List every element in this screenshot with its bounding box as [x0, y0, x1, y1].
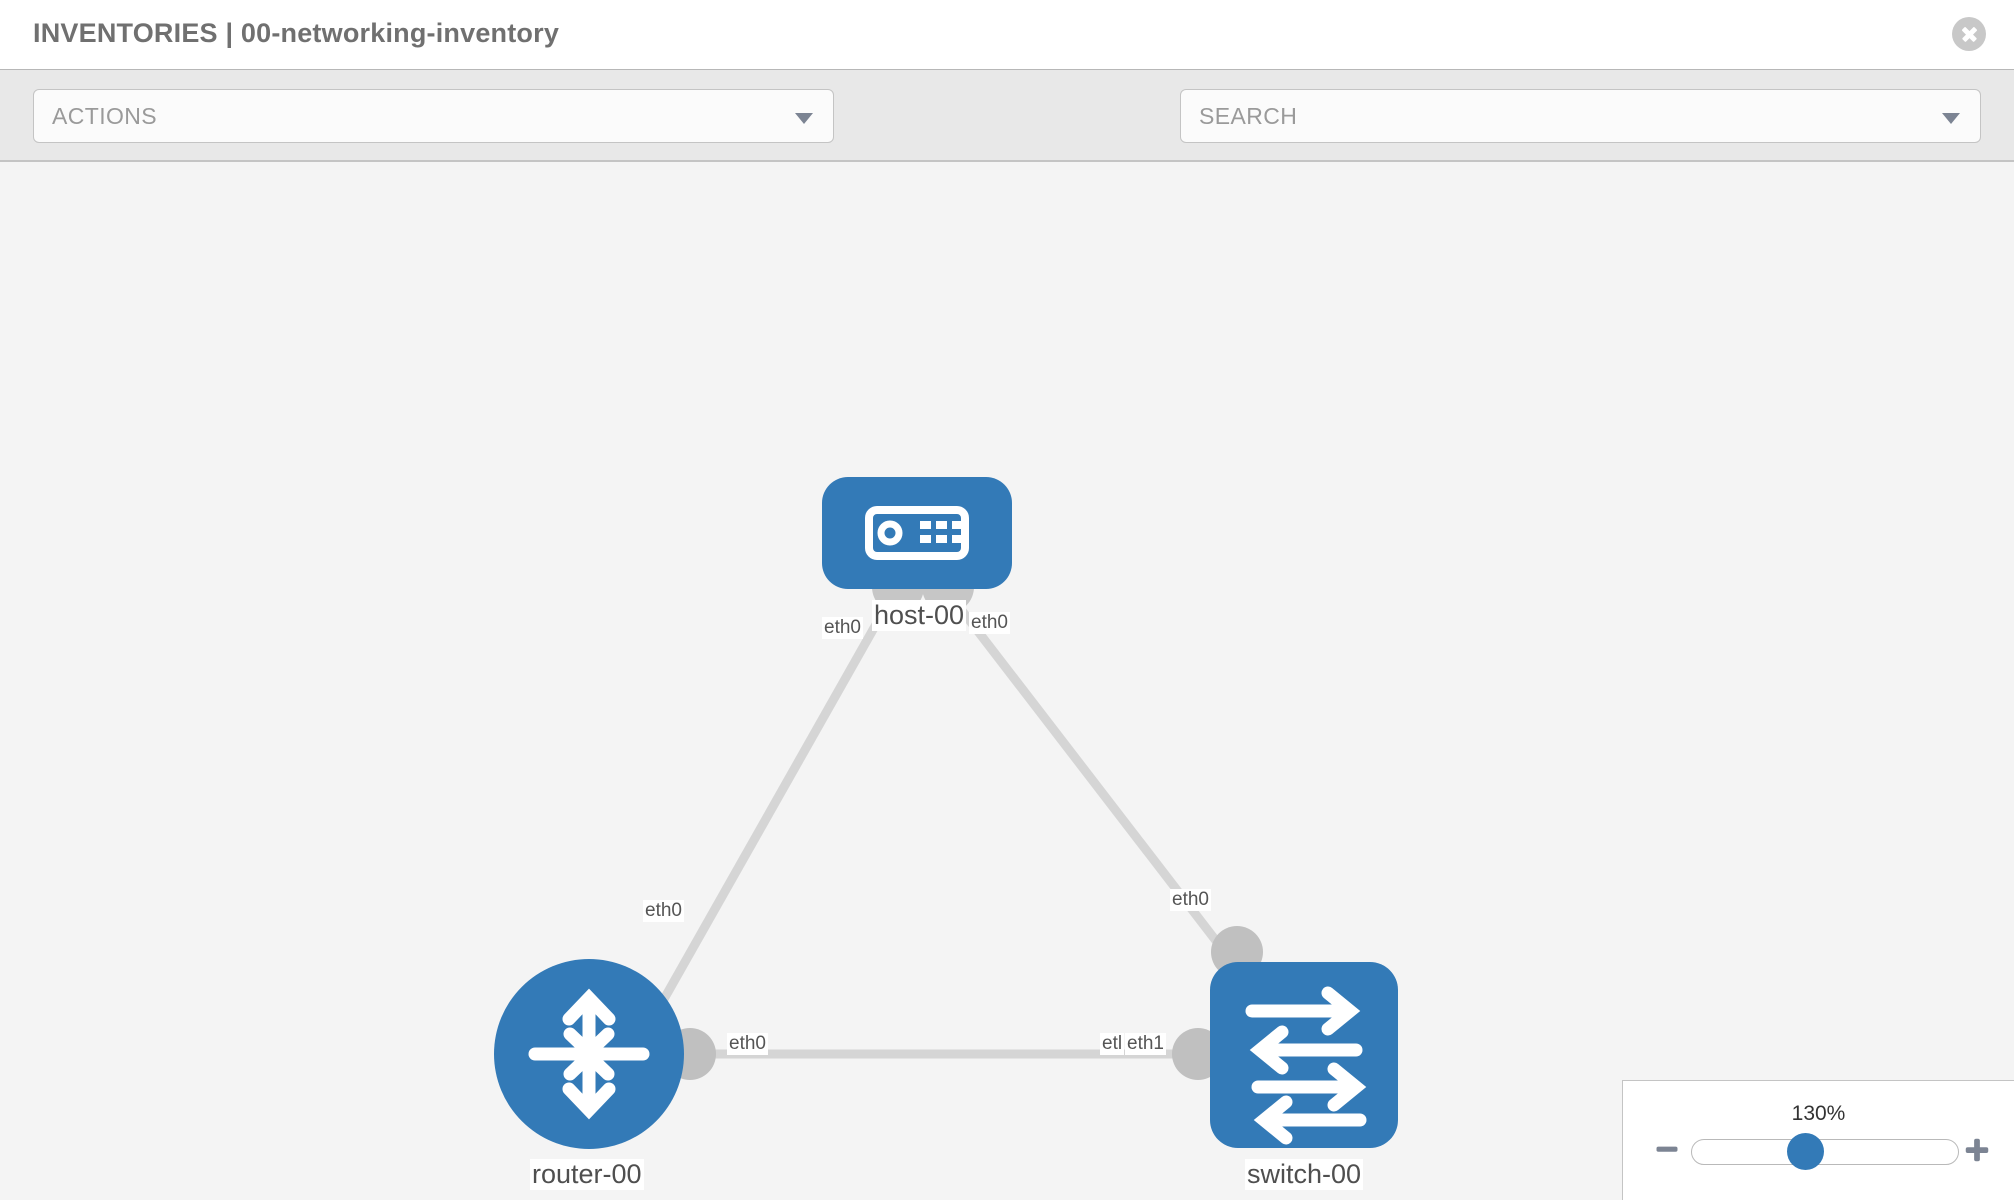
iface-label-host-eth0-left: eth0 — [822, 617, 863, 639]
node-router-00[interactable] — [494, 959, 684, 1149]
topology-graph — [494, 477, 1398, 1149]
node-host-00[interactable] — [822, 477, 1012, 589]
zoom-slider-thumb[interactable] — [1787, 1133, 1824, 1170]
iface-label-router-eth0: eth0 — [727, 1033, 768, 1055]
iface-label-router-eth0-uplink: eth0 — [643, 900, 684, 922]
page-title: INVENTORIES | 00-networking-inventory — [33, 18, 560, 48]
actions-dropdown-label: ACTIONS — [52, 103, 158, 129]
iface-label-switch-eth0-uplink: eth0 — [1170, 889, 1211, 911]
plus-icon[interactable] — [1962, 1135, 1992, 1170]
node-switch-00[interactable] — [1210, 962, 1398, 1148]
switch-arrows-icon — [1245, 986, 1367, 1145]
chevron-down-icon — [795, 113, 813, 124]
node-label-switch-00: switch-00 — [1245, 1159, 1364, 1190]
actions-dropdown[interactable]: ACTIONS — [33, 89, 834, 143]
page-header: INVENTORIES | 00-networking-inventory — [0, 0, 2014, 70]
topology-edges — [647, 579, 1244, 1059]
router-arrows-icon — [528, 988, 650, 1120]
topology-canvas[interactable]: host-00 router-00 switch-00 eth0 eth0 et… — [0, 162, 2014, 1200]
iface-label-switch-eth1: eth1 — [1125, 1033, 1166, 1055]
node-label-router-00: router-00 — [530, 1159, 644, 1190]
chevron-down-icon — [1942, 113, 1960, 124]
node-label-host-00: host-00 — [872, 600, 967, 631]
iface-label-switch-overlap: etl — [1100, 1033, 1125, 1055]
edge-host-router — [647, 579, 904, 1025]
zoom-level-value: 130% — [1791, 1102, 1846, 1125]
iface-label-host-eth0-right: eth0 — [969, 612, 1010, 634]
minus-icon[interactable] — [1653, 1135, 1681, 1168]
topology-ports — [664, 561, 1263, 1080]
edge-host-switch — [936, 579, 1244, 975]
zoom-control-panel: 130% — [1622, 1080, 2014, 1200]
search-input-placeholder[interactable]: SEARCH — [1199, 103, 1298, 129]
zoom-slider-track[interactable] — [1691, 1139, 1959, 1165]
server-icon — [865, 506, 969, 560]
search-dropdown[interactable]: SEARCH — [1180, 89, 1981, 143]
close-icon[interactable] — [1952, 17, 1986, 51]
toolbar: ACTIONS SEARCH — [0, 70, 2014, 198]
